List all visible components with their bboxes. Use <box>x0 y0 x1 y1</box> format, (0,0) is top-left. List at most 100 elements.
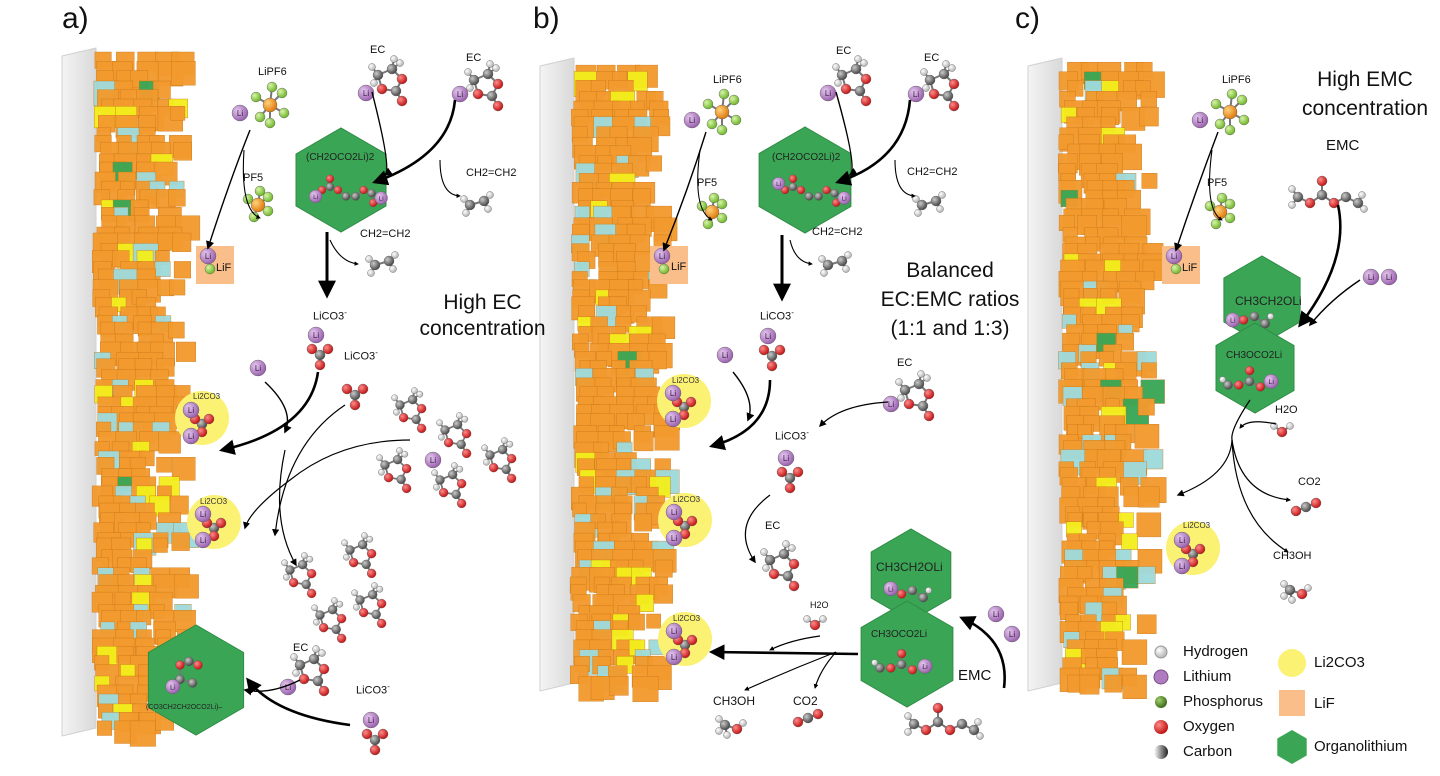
atom-li <box>249 359 267 377</box>
arrow-ec2-ethylene-a <box>439 159 461 199</box>
atom-li <box>987 605 1005 623</box>
atom-o <box>1194 543 1206 555</box>
li-atom-label: Li <box>379 195 384 202</box>
atom-o <box>822 185 831 195</box>
li2co3-label-c: Li2CO3 <box>1183 521 1211 530</box>
atom-o <box>175 660 185 670</box>
atom-h <box>311 604 318 612</box>
atom-c <box>351 192 360 201</box>
lico3-text: LiCO3 <box>356 684 388 697</box>
atom-c <box>968 724 980 736</box>
atom-o <box>840 83 852 95</box>
atom-c <box>308 653 320 665</box>
atom-o <box>193 660 203 670</box>
sei-particle <box>1122 674 1147 699</box>
atom-o <box>903 398 915 410</box>
label-lipf6-a: LiPF6 <box>258 66 287 78</box>
atom-o <box>306 588 317 599</box>
atom-h <box>464 68 472 76</box>
atom-h <box>401 450 409 458</box>
atom-h <box>1267 313 1274 320</box>
atom-h <box>1286 422 1294 430</box>
reaction-arrows <box>206 91 1361 727</box>
atom-f <box>250 91 262 103</box>
li-atom-label: Li <box>368 716 374 725</box>
atom-c <box>355 595 365 605</box>
atom-h <box>460 195 468 203</box>
label-pf5-b: PF5 <box>697 177 718 189</box>
atom-h <box>860 59 868 67</box>
atom-o <box>860 73 872 85</box>
atom-c <box>822 259 834 271</box>
li-atom-label: Li <box>313 194 318 201</box>
atom-c <box>836 255 848 267</box>
sei-particle <box>632 676 659 702</box>
ec-cluster-a4 <box>431 462 467 509</box>
hex-label-c1: CH3CH2OLi <box>1235 294 1302 308</box>
atom-h <box>367 269 375 277</box>
arrow-lipf6-pf5-c <box>1209 149 1223 221</box>
atom-h <box>313 618 320 626</box>
sei-particle <box>169 279 186 296</box>
legend-lif-square <box>1279 690 1305 716</box>
atom-h <box>832 63 840 71</box>
atom-c <box>719 719 731 731</box>
sei-particle <box>173 141 193 161</box>
atom-o <box>358 607 369 618</box>
atom-c <box>396 474 406 485</box>
li-atom-label: Li <box>170 682 176 691</box>
atom-h <box>760 548 768 556</box>
atom-h <box>917 370 925 378</box>
sei-particle <box>645 155 662 172</box>
organolithium-hexagon-b3 <box>860 600 954 708</box>
atom-f <box>1224 124 1236 136</box>
atom-c <box>1300 501 1312 513</box>
atom-h <box>393 408 400 416</box>
arrow-lico3-ec-b <box>744 494 771 564</box>
atom-c <box>452 419 463 430</box>
atom-o <box>376 83 388 95</box>
sei-particle <box>1104 674 1123 693</box>
atom-h <box>871 659 878 666</box>
atom-c <box>367 589 378 600</box>
li-atom-label: Li <box>825 89 831 98</box>
sei-particle <box>168 189 186 207</box>
condition-c-1: High EMC <box>1317 68 1413 91</box>
atom-h <box>456 465 464 473</box>
legend-li2co3: Li2CO3 <box>1314 654 1365 671</box>
sei-particle <box>96 720 112 736</box>
sei-particle <box>1101 601 1117 617</box>
sei-particle <box>1077 566 1093 582</box>
atom-f <box>716 212 728 224</box>
lico3-charge: - <box>375 348 378 357</box>
atom-h <box>391 251 399 259</box>
arrow-h2o-c <box>1239 421 1277 429</box>
atom-c <box>1284 584 1296 596</box>
atom-c <box>913 378 925 390</box>
atom-f <box>1224 198 1236 210</box>
arrow-lipf6-pf5-b <box>697 149 713 221</box>
atom-o <box>792 716 804 728</box>
atom-c <box>386 63 398 75</box>
atom-li <box>182 427 200 445</box>
atom-li <box>231 104 249 122</box>
atom-c <box>1244 376 1255 387</box>
lif-atoms-a: Li <box>199 247 217 275</box>
atom-c <box>325 182 335 191</box>
atom-h <box>484 205 492 213</box>
atom-h <box>301 552 308 559</box>
atom-c <box>411 414 421 425</box>
atom-li <box>664 384 682 402</box>
atom-o <box>944 724 956 736</box>
li2co3-label-b1: Li2CO3 <box>672 376 700 385</box>
atom-o <box>288 577 299 588</box>
lico3-text: LiCO3 <box>313 310 345 323</box>
atom-li <box>683 111 701 129</box>
li-atom-label: Li <box>722 351 728 360</box>
atom-li <box>1362 268 1380 286</box>
li-atom-label: Li <box>1179 536 1185 545</box>
li-atom-label: Li <box>285 683 291 692</box>
atom-o <box>792 466 804 478</box>
